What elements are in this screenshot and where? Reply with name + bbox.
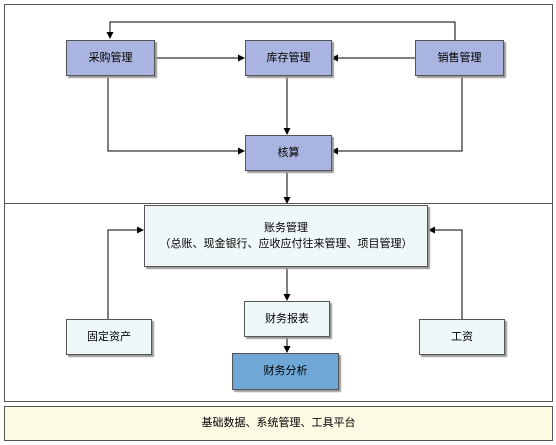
- procurement-label: 采购管理: [88, 50, 133, 64]
- platform-bar: 基础数据、系统管理、工具平台: [4, 406, 553, 441]
- financial-analysis-node: 财务分析: [232, 353, 339, 390]
- sales-node: 销售管理: [415, 40, 504, 76]
- financial-analysis-label: 财务分析: [263, 364, 308, 378]
- procurement-to-accounting-line: [107, 76, 245, 155]
- procurement-node: 采购管理: [66, 40, 155, 76]
- inventory-node: 库存管理: [245, 40, 332, 76]
- fixed-assets-to-ledger-line: [107, 226, 144, 319]
- accounting-node: 核算: [245, 135, 332, 171]
- payroll-to-ledger-line: [428, 226, 463, 319]
- payroll-label: 工资: [451, 329, 473, 343]
- ledger-node: 账务管理 （总账、现金银行、应收应付往来管理、项目管理）: [144, 205, 428, 267]
- financial-reports-node: 财务报表: [244, 301, 330, 337]
- ledger-title: 账务管理: [264, 220, 308, 234]
- sales-label: 销售管理: [437, 50, 482, 64]
- financial-reports-label: 财务报表: [265, 311, 309, 325]
- sales-to-accounting-line: [331, 76, 463, 155]
- inventory-label: 库存管理: [266, 50, 311, 64]
- payroll-node: 工资: [419, 319, 505, 355]
- fixed-assets-node: 固定资产: [66, 319, 152, 355]
- platform-label: 基础数据、系统管理、工具平台: [201, 416, 356, 430]
- ledger-detail: （总账、现金银行、应收应付往来管理、项目管理）: [159, 237, 413, 250]
- fixed-assets-label: 固定资产: [87, 329, 131, 343]
- sales-to-procurement-line: [106, 21, 456, 40]
- accounting-label: 核算: [277, 145, 300, 159]
